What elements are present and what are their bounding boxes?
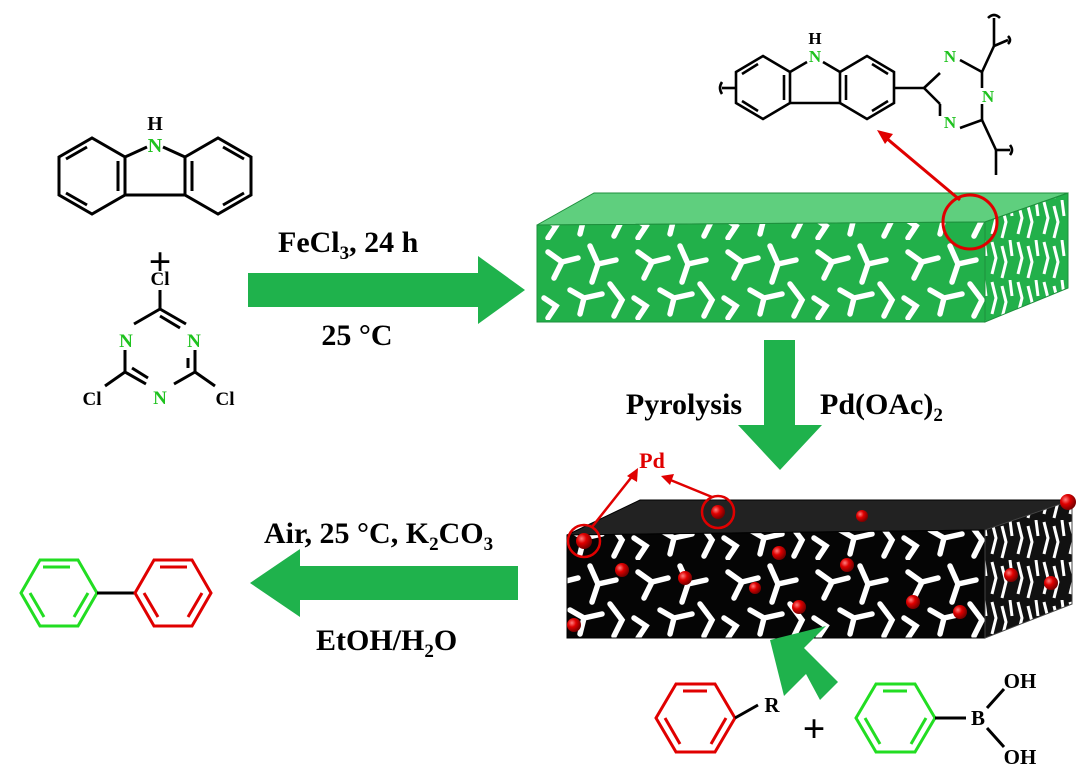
- cyanuric-n-bottom: N: [153, 388, 167, 409]
- polymer-fragment-structure: [718, 13, 1014, 175]
- fragment-n-triazine-top: N: [944, 47, 957, 66]
- hydroxyl-top: OH: [1004, 669, 1037, 693]
- aryl-halide-reactant: [654, 682, 759, 754]
- pd-label: Pd: [639, 448, 665, 473]
- step2-pd-acetate-label: Pd(OAc)2: [820, 388, 943, 426]
- cyanuric-n-right: N: [187, 331, 201, 352]
- step1-temperature-label: 25 °C: [321, 319, 392, 352]
- step1-reagent-label: FeCl3, 24 h: [278, 226, 419, 264]
- zoom-arrow-polymer: [877, 130, 961, 202]
- pd-pointer-arrows: [591, 468, 713, 528]
- step1-arrow: [248, 256, 525, 324]
- cyanuric-cl-left: Cl: [83, 389, 102, 410]
- plus-sign-1: +: [149, 239, 172, 284]
- zoom-circle-pd-right: [700, 494, 736, 530]
- carbazole-h-atom: H: [147, 113, 163, 135]
- step3-solvent-label: EtOH/H2O: [316, 624, 457, 662]
- fragment-n-triazine-bottom: N: [944, 113, 957, 132]
- fragment-n-carbazole: N: [809, 47, 822, 66]
- pd-nanoparticles: [567, 494, 1076, 632]
- fragment-h-carbazole: H: [808, 29, 821, 48]
- reactants-arrow: [770, 626, 838, 700]
- fragment-n-triazine-right: N: [982, 87, 995, 106]
- phenylboronic-acid-reactant: [854, 682, 1006, 754]
- zoom-circle-pd-left: [566, 523, 602, 559]
- step2-pyrolysis-label: Pyrolysis: [626, 388, 742, 421]
- cyanuric-cl-right: Cl: [216, 389, 235, 410]
- carbazole-molecule: [57, 136, 253, 216]
- catalyst-slab: [566, 499, 1073, 639]
- cyanuric-chloride-molecule: [104, 290, 216, 388]
- boron-atom: B: [971, 706, 985, 730]
- biphenyl-product: [19, 558, 213, 628]
- step2-arrow: [738, 340, 822, 470]
- carbazole-n-atom: N: [148, 135, 163, 157]
- step3-conditions-top: Air, 25 °C, K2CO3: [264, 517, 493, 555]
- step3-arrow: [250, 549, 518, 617]
- polymer-slab: [536, 192, 1069, 323]
- zoom-circle-polymer: [941, 193, 999, 251]
- aryl-r-group: R: [764, 693, 780, 717]
- hydroxyl-bottom: OH: [1004, 745, 1037, 769]
- cyanuric-cl-top: Cl: [151, 269, 170, 290]
- plus-sign-2: +: [803, 706, 826, 751]
- cyanuric-n-left: N: [119, 331, 133, 352]
